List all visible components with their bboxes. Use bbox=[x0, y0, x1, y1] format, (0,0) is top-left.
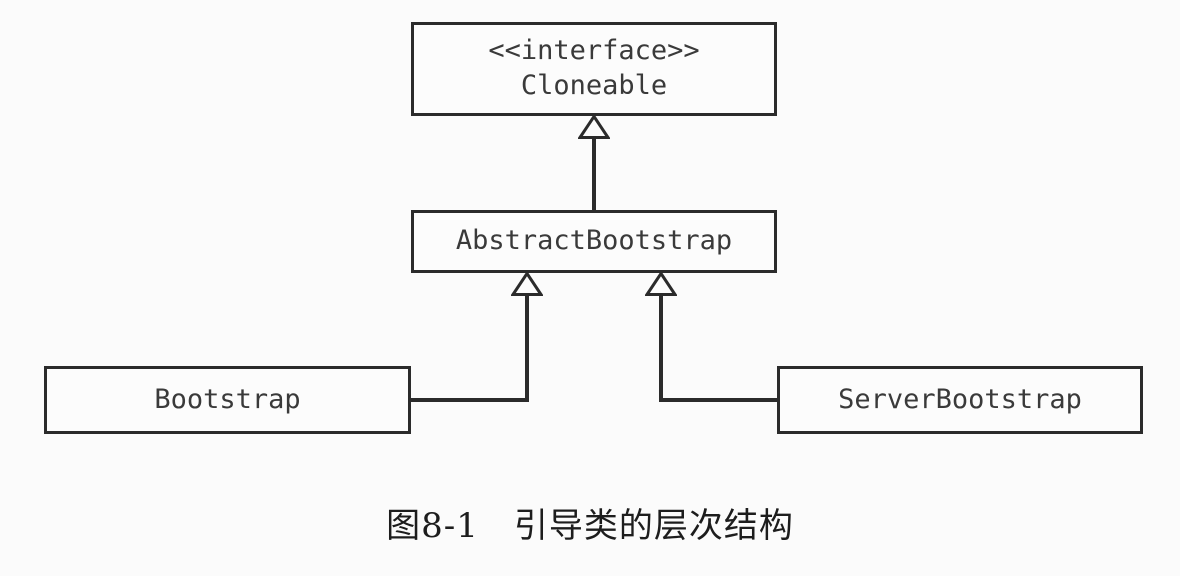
class-box-cloneable[interactable]: <<interface>> Cloneable bbox=[411, 22, 777, 116]
generalization-arrow-server-bootstrap bbox=[645, 272, 677, 296]
figure-caption: 图8-1 引导类的层次结构 bbox=[386, 506, 794, 546]
connector-bootstrap-horizontal bbox=[411, 398, 529, 402]
class-name-bootstrap: Bootstrap bbox=[154, 383, 301, 415]
class-box-abstract-bootstrap[interactable]: AbstractBootstrap bbox=[411, 210, 777, 273]
connector-abstractbootstrap-to-cloneable bbox=[592, 137, 596, 211]
connector-server-bootstrap-vertical bbox=[659, 294, 663, 402]
class-name-server-bootstrap: ServerBootstrap bbox=[838, 383, 1082, 415]
generalization-arrow-to-cloneable bbox=[578, 115, 610, 139]
class-box-bootstrap[interactable]: Bootstrap bbox=[44, 366, 411, 434]
class-stereotype-cloneable: <<interface>> bbox=[488, 35, 700, 67]
connector-server-bootstrap-horizontal bbox=[659, 398, 780, 402]
generalization-arrow-bootstrap bbox=[511, 272, 543, 296]
class-box-server-bootstrap[interactable]: ServerBootstrap bbox=[777, 366, 1143, 434]
class-name-abstract-bootstrap: AbstractBootstrap bbox=[455, 225, 733, 257]
class-name-cloneable: Cloneable bbox=[520, 70, 668, 101]
connector-bootstrap-vertical bbox=[525, 294, 529, 402]
